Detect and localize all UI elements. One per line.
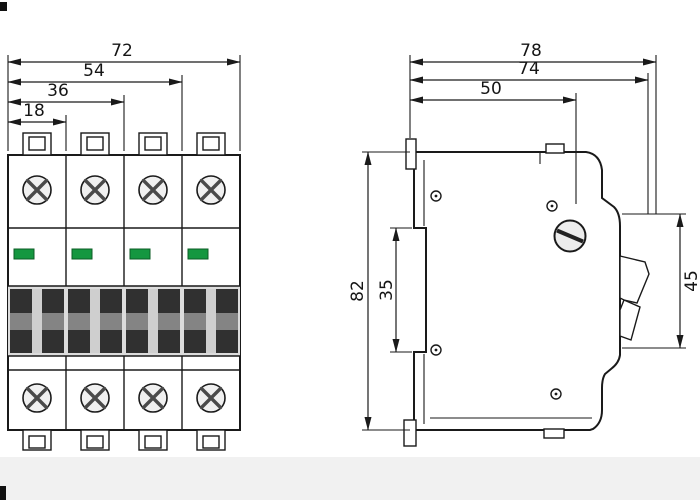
screw-cross — [83, 386, 107, 410]
dim-label-rail-recess: 35 — [377, 279, 397, 301]
rivet-center — [554, 392, 558, 396]
pole-3 — [129, 132, 168, 451]
scan-artifact-bottom — [0, 486, 6, 500]
screw-cross — [83, 178, 107, 202]
screw-cross — [199, 178, 223, 202]
dim-label-total-width: 72 — [111, 41, 133, 61]
dim-total-depth: 78 — [409, 41, 657, 66]
terminal-clamp-inner — [28, 435, 46, 449]
terminal-clamp-inner — [86, 435, 104, 449]
din-clip-top — [405, 138, 417, 170]
screw-cross — [141, 178, 165, 202]
terminal-clamp-bottom — [196, 429, 226, 451]
terminal-clamp-bottom — [22, 429, 52, 451]
dim-label-upper-depth: 50 — [480, 79, 502, 99]
scan-footer-strip — [0, 457, 700, 500]
top-rib — [545, 143, 565, 154]
screw-cross — [199, 386, 223, 410]
scan-artifact-top — [0, 2, 7, 11]
toggle-handle-4 — [184, 289, 238, 353]
pole-1 — [13, 132, 52, 451]
terminal-clamp-inner — [202, 136, 220, 151]
dim-label-total-depth: 78 — [520, 41, 542, 61]
breaker-side-body — [413, 151, 621, 431]
dim-front-height: 45 — [676, 213, 700, 349]
status-indicator — [71, 248, 93, 260]
toggle-handle-2 — [68, 289, 122, 353]
dim-label-body-depth: 74 — [518, 59, 540, 79]
status-indicator — [187, 248, 209, 260]
side-view: 78 74 50 82 35 45 — [348, 41, 700, 447]
terminal-clamp-inner — [144, 136, 162, 151]
status-indicator — [13, 248, 35, 260]
dim-total-height: 82 — [348, 151, 372, 431]
status-indicator — [129, 248, 151, 260]
dim-rail-recess-height: 35 — [377, 227, 400, 353]
terminal-clamp-inner — [86, 136, 104, 151]
handle-slot — [90, 289, 100, 353]
pole-4 — [187, 132, 226, 451]
toggle-handle-1 — [10, 289, 64, 353]
rivet-center — [550, 204, 554, 208]
dim-upper-depth: 50 — [409, 79, 577, 104]
dim-label-two-modules: 36 — [47, 81, 69, 101]
toggle-band — [8, 285, 240, 357]
rivet-center — [434, 194, 438, 198]
dim-total-width: 72 — [7, 41, 241, 66]
dim-label-total-height: 82 — [348, 280, 368, 302]
terminal-clamp-inner — [28, 136, 46, 151]
front-view: 72 54 36 18 — [7, 41, 241, 451]
dim-label-three-modules: 54 — [83, 61, 105, 81]
screw-cross — [25, 386, 49, 410]
handle-slot — [32, 289, 42, 353]
bottom-rib — [543, 428, 565, 439]
dim-two-modules: 36 — [7, 81, 125, 106]
din-clip-bottom — [403, 419, 417, 447]
dim-one-module: 18 — [7, 101, 67, 126]
screw-cross — [141, 386, 165, 410]
dim-three-modules: 54 — [7, 61, 183, 86]
terminal-clamp-bottom — [138, 429, 168, 451]
dim-body-depth: 74 — [409, 59, 649, 84]
handle-slot — [206, 289, 216, 353]
toggle-handle-3 — [126, 289, 180, 353]
screw-slot — [556, 228, 584, 244]
dim-label-front-height: 45 — [682, 270, 700, 292]
handle-slot — [148, 289, 158, 353]
toggle-lever-latch — [619, 299, 641, 341]
terminal-clamp-inner — [202, 435, 220, 449]
dim-label-one-module: 18 — [23, 101, 45, 121]
terminal-clamp-inner — [144, 435, 162, 449]
pole-2 — [71, 132, 110, 451]
screw-cross — [25, 178, 49, 202]
toggle-lever — [619, 255, 650, 304]
rivet-center — [434, 348, 438, 352]
terminal-clamp-bottom — [80, 429, 110, 451]
